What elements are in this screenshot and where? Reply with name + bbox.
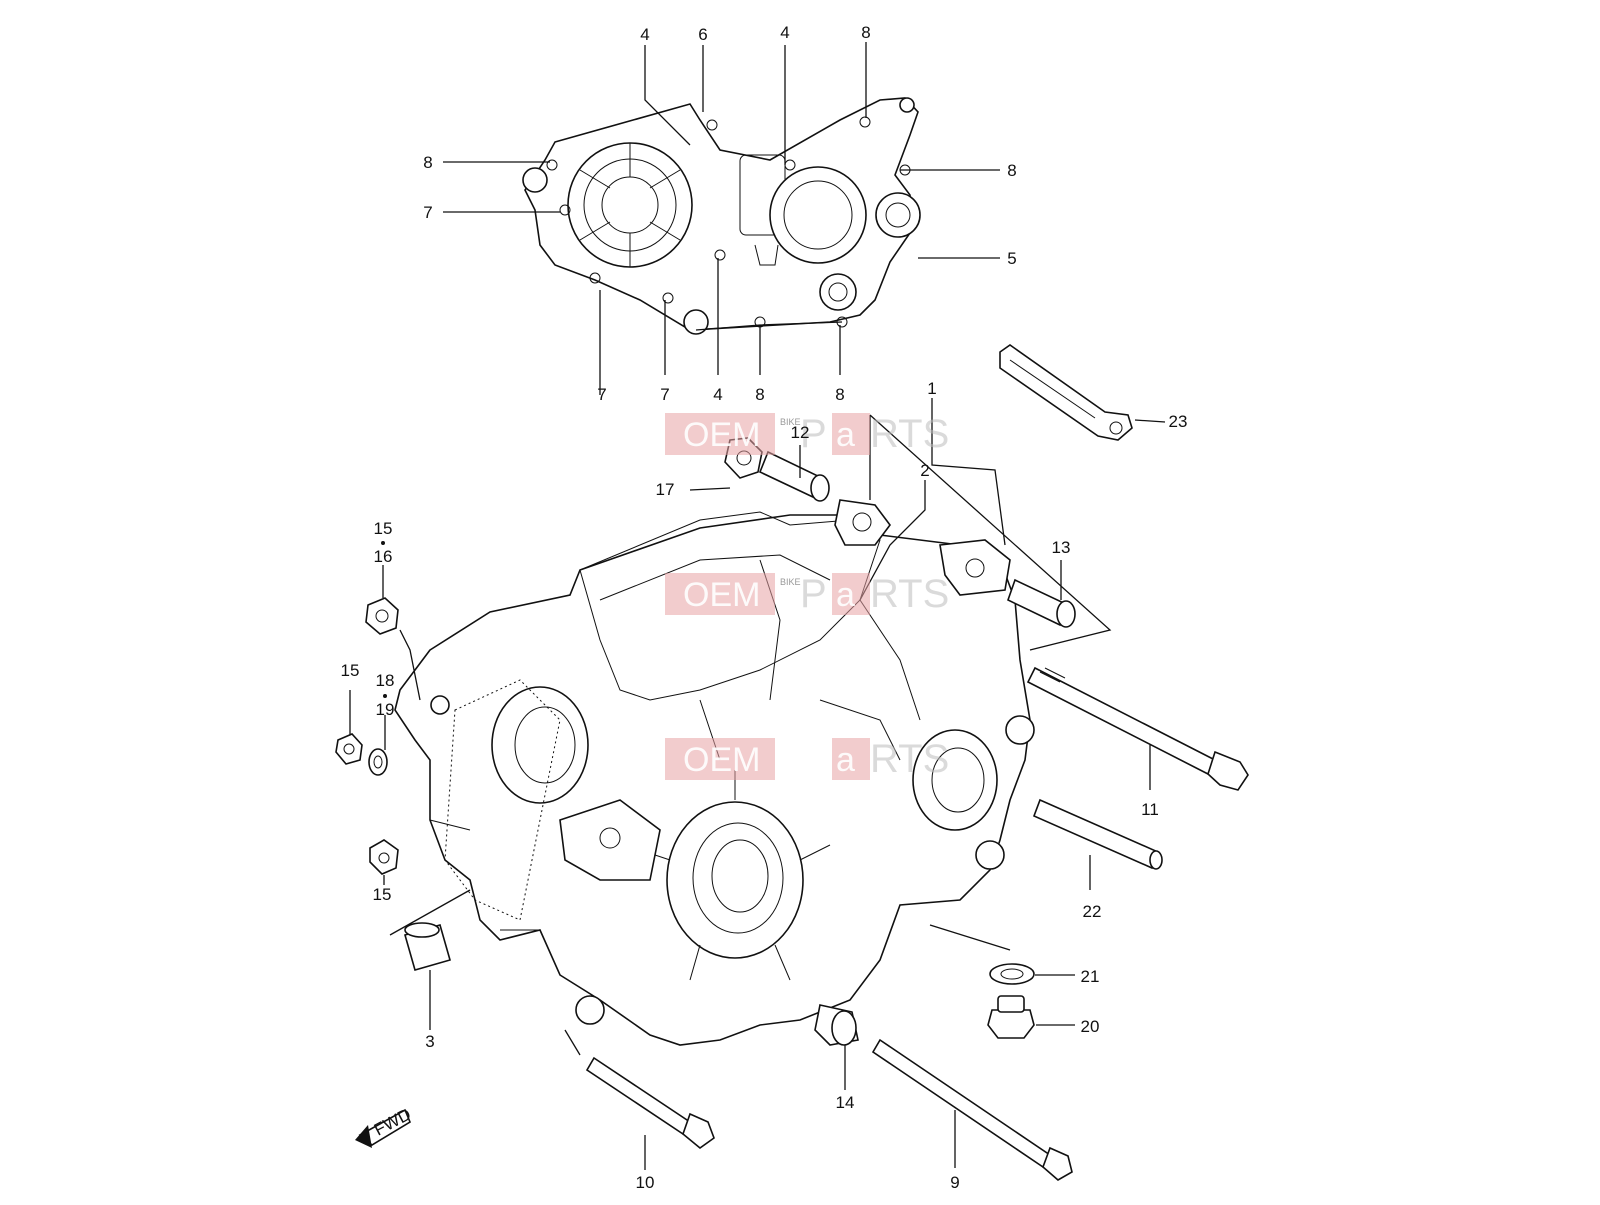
callout-9: 9 — [950, 1173, 959, 1192]
svg-text:OEM: OEM — [683, 416, 760, 454]
stud-12 — [758, 450, 830, 502]
drain-plug-20 — [987, 995, 1035, 1039]
callout-2: 2 — [920, 461, 929, 480]
callout-17: 17 — [656, 480, 675, 499]
fwd-arrow: FWD — [355, 1105, 414, 1148]
callout-20: 20 — [1081, 1017, 1100, 1036]
washer-21 — [989, 963, 1035, 985]
callout-15: 15 — [374, 519, 393, 538]
svg-text:a: a — [836, 576, 855, 614]
callout-12: 12 — [791, 423, 810, 442]
svg-text:RTS: RTS — [870, 737, 949, 781]
nut-15-16 — [365, 597, 399, 635]
svg-text:BIKE: BIKE — [780, 417, 801, 427]
callout-3: 3 — [425, 1032, 434, 1051]
right-crankcase-half — [522, 97, 921, 335]
callout-4: 4 — [780, 23, 789, 42]
callout-8: 8 — [755, 385, 764, 404]
svg-text:P: P — [800, 412, 827, 456]
callout-13: 13 — [1052, 538, 1071, 557]
callout-23: 23 — [1169, 412, 1188, 431]
dowel-3 — [404, 922, 451, 971]
callout-19: 19 — [376, 700, 395, 719]
svg-text:a: a — [836, 416, 855, 454]
callout-15: 15 — [341, 661, 360, 680]
callout-8: 8 — [1007, 161, 1016, 180]
callout-8: 8 — [861, 23, 870, 42]
callout-11: 11 — [1141, 800, 1159, 819]
callout-10: 10 — [636, 1173, 655, 1192]
callout-6: 6 — [698, 25, 707, 44]
washer-18-19 — [368, 748, 388, 776]
svg-text:BIKE: BIKE — [780, 577, 801, 587]
callout-5: 5 — [1007, 249, 1016, 268]
bolt-11 — [1026, 666, 1249, 791]
callout-16: 16 — [374, 547, 393, 566]
svg-text:RTS: RTS — [870, 572, 949, 616]
callout-22: 22 — [1083, 902, 1102, 921]
fwd-label: FWD — [371, 1105, 414, 1140]
callout-18: 18 — [376, 671, 395, 690]
svg-text:a: a — [836, 741, 855, 779]
stud-13 — [1007, 578, 1076, 628]
svg-text:OEM: OEM — [683, 741, 760, 779]
callout-8: 8 — [423, 153, 432, 172]
svg-text:OEM: OEM — [683, 576, 760, 614]
callout-8: 8 — [835, 385, 844, 404]
callout-1: 1 — [927, 379, 936, 398]
plug-14 — [814, 1004, 859, 1046]
callout-15: 15 — [373, 885, 392, 904]
callout-7: 7 — [660, 385, 669, 404]
watermark: OEM BIKE P a RTS OEM BIKE P a RTS OEM a … — [665, 412, 949, 781]
callout-7: 7 — [597, 385, 606, 404]
bracket-23 — [999, 344, 1133, 441]
svg-text:RTS: RTS — [870, 412, 949, 456]
bottom-leader-lines — [349, 398, 1166, 1170]
callout-labels: 4 6 4 8 8 8 7 5 7 7 4 8 8 1 2 12 17 23 1… — [341, 23, 1188, 1192]
bolt-10 — [585, 1056, 715, 1150]
callout-7: 7 — [423, 203, 432, 222]
hose-22 — [1032, 798, 1163, 870]
svg-text:P: P — [800, 572, 827, 616]
callout-4: 4 — [713, 385, 722, 404]
callout-14: 14 — [836, 1093, 855, 1112]
top-leader-lines — [443, 42, 1000, 395]
nut-15-lower — [369, 839, 399, 875]
callout-4: 4 — [640, 25, 649, 44]
bolt-9 — [871, 1038, 1073, 1181]
callout-21: 21 — [1081, 967, 1100, 986]
nut-15 — [335, 733, 363, 765]
